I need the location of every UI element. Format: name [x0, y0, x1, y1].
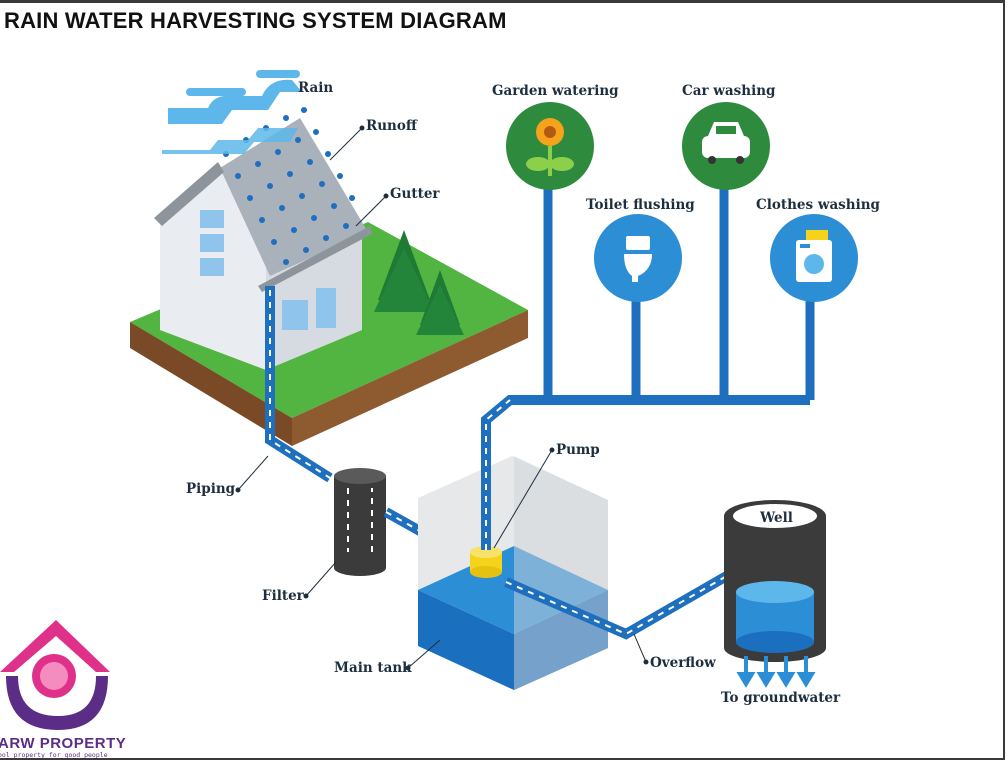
label-overflow: Overflow [650, 655, 716, 671]
main-tank [418, 456, 608, 690]
cloud-icon [162, 70, 302, 154]
well-cylinder [724, 500, 826, 662]
leader-lines [235, 125, 649, 671]
diagram-title: RAIN WATER HARVESTING SYSTEM DIAGRAM [4, 8, 507, 33]
house-icon [154, 118, 372, 370]
label-runoff: Runoff [366, 118, 417, 134]
label-clothes-washing: Clothes washing [756, 197, 880, 213]
pump [470, 546, 502, 578]
washing-machine-icon [770, 214, 858, 302]
label-well: Well [760, 510, 793, 526]
usage-pipes [543, 178, 815, 400]
filter-cylinder [334, 468, 386, 576]
rain-drops [223, 107, 355, 265]
label-car-washing: Car washing [682, 83, 776, 99]
label-garden-watering: Garden watering [492, 83, 619, 99]
label-gutter: Gutter [390, 186, 440, 202]
label-to-groundwater: To groundwater [721, 690, 841, 706]
arw-property-logo [0, 620, 110, 730]
logo-brand-text: ARW PROPERTY [0, 735, 127, 752]
downpipe [265, 286, 333, 483]
label-main-tank: Main tank [334, 660, 412, 676]
car-icon [682, 102, 770, 190]
label-rain: Rain [298, 80, 334, 96]
label-pump: Pump [556, 442, 600, 458]
tree-icon [374, 230, 464, 335]
toilet-icon [594, 214, 682, 302]
label-toilet-flushing: Toilet flushing [586, 197, 695, 213]
groundwater-arrows [736, 656, 816, 688]
label-piping: Piping [186, 481, 236, 497]
logo-tagline: ool property for good people [0, 751, 108, 759]
sunflower-icon [506, 102, 594, 190]
label-filter: Filter [262, 588, 304, 604]
